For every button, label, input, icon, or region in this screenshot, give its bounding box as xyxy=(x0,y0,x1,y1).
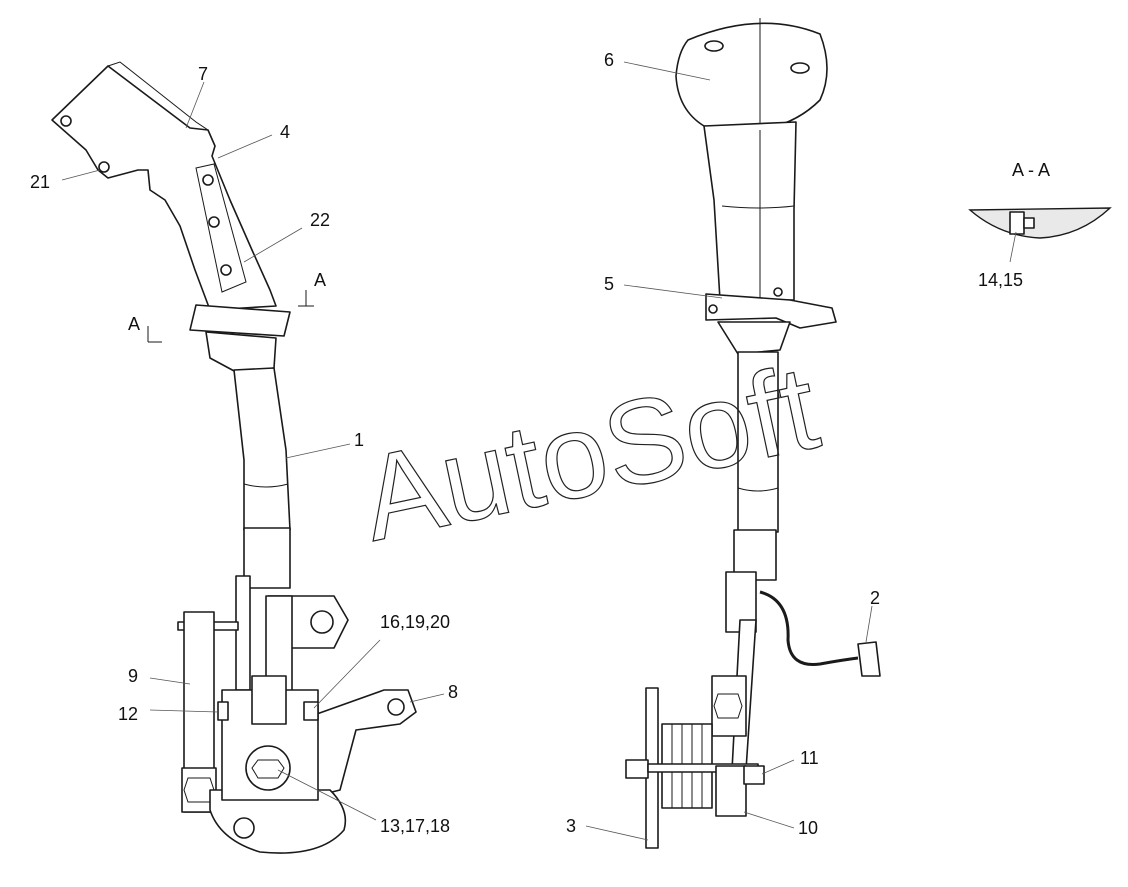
vertical-strap xyxy=(235,575,251,691)
disc-hole xyxy=(233,817,255,839)
screw-22b xyxy=(208,216,220,228)
callout-7: 7 xyxy=(198,64,208,84)
section-mark-right: A xyxy=(314,270,326,290)
bolt-16 xyxy=(303,701,319,721)
grip-body xyxy=(703,121,797,301)
callout-13-17-18: 13,17,18 xyxy=(380,816,450,836)
callout-3: 3 xyxy=(566,816,576,836)
callout-14-15: 14,15 xyxy=(978,270,1023,290)
callout-5: 5 xyxy=(604,274,614,294)
front-block xyxy=(711,675,747,737)
callout-2: 2 xyxy=(870,588,880,608)
screw-22c xyxy=(220,264,232,276)
callout-11: 11 xyxy=(800,748,819,768)
handle-grip xyxy=(51,65,277,311)
front-rod xyxy=(737,351,779,533)
arm-hole xyxy=(387,698,405,716)
callout-10: 10 xyxy=(798,818,818,838)
section-bolt xyxy=(1009,211,1025,235)
knob-hole-right xyxy=(790,62,810,74)
section-title: A - A xyxy=(1012,160,1050,180)
section-mark-left: A xyxy=(128,314,140,334)
callout-4: 4 xyxy=(280,122,290,142)
screw-21b xyxy=(98,161,110,173)
bolt-10 xyxy=(743,765,765,785)
section-profile xyxy=(968,207,1112,239)
lever-front-view xyxy=(625,18,881,849)
callout-6: 6 xyxy=(604,50,614,70)
trigger-5 xyxy=(705,293,837,329)
section-marks: A A xyxy=(128,270,326,343)
boot xyxy=(205,331,277,373)
cable-2 xyxy=(759,590,859,666)
handle-collar xyxy=(189,304,291,337)
front-boot xyxy=(717,321,791,355)
callout-12: 12 xyxy=(118,704,138,724)
front-bolt-head xyxy=(625,759,649,779)
callout-labels: 7 4 21 22 1 6 5 14,15 16,19,20 8 9 12 13… xyxy=(30,50,1023,838)
section-a-a: A - A xyxy=(968,160,1112,239)
handle-plate xyxy=(195,163,247,293)
callout-9: 9 xyxy=(128,666,138,686)
eye-hole xyxy=(310,610,334,634)
knob xyxy=(675,22,828,131)
pivot-cap xyxy=(251,675,287,725)
callout-22: 22 xyxy=(310,210,330,230)
pivot-washer xyxy=(245,745,291,791)
trigger-screw xyxy=(708,304,718,314)
rod-sleeve xyxy=(243,527,291,589)
leader-lines xyxy=(61,61,1017,841)
grip-pin xyxy=(773,287,783,297)
section-nut xyxy=(1023,217,1035,229)
callout-8: 8 xyxy=(448,682,458,702)
cable-plug xyxy=(857,641,881,677)
front-nut xyxy=(713,693,743,719)
bolt-12 xyxy=(217,701,229,721)
callout-16-19-20: 16,19,20 xyxy=(380,612,450,632)
callout-21: 21 xyxy=(30,172,50,192)
pivot-nut xyxy=(251,759,285,779)
lever-rod xyxy=(233,367,291,531)
callout-1: 1 xyxy=(354,430,364,450)
nut-11 xyxy=(715,765,747,817)
screw-22a xyxy=(202,174,214,186)
knob-hole-left xyxy=(704,40,724,52)
screw-21a xyxy=(60,115,72,127)
lever-side-view xyxy=(51,61,417,854)
